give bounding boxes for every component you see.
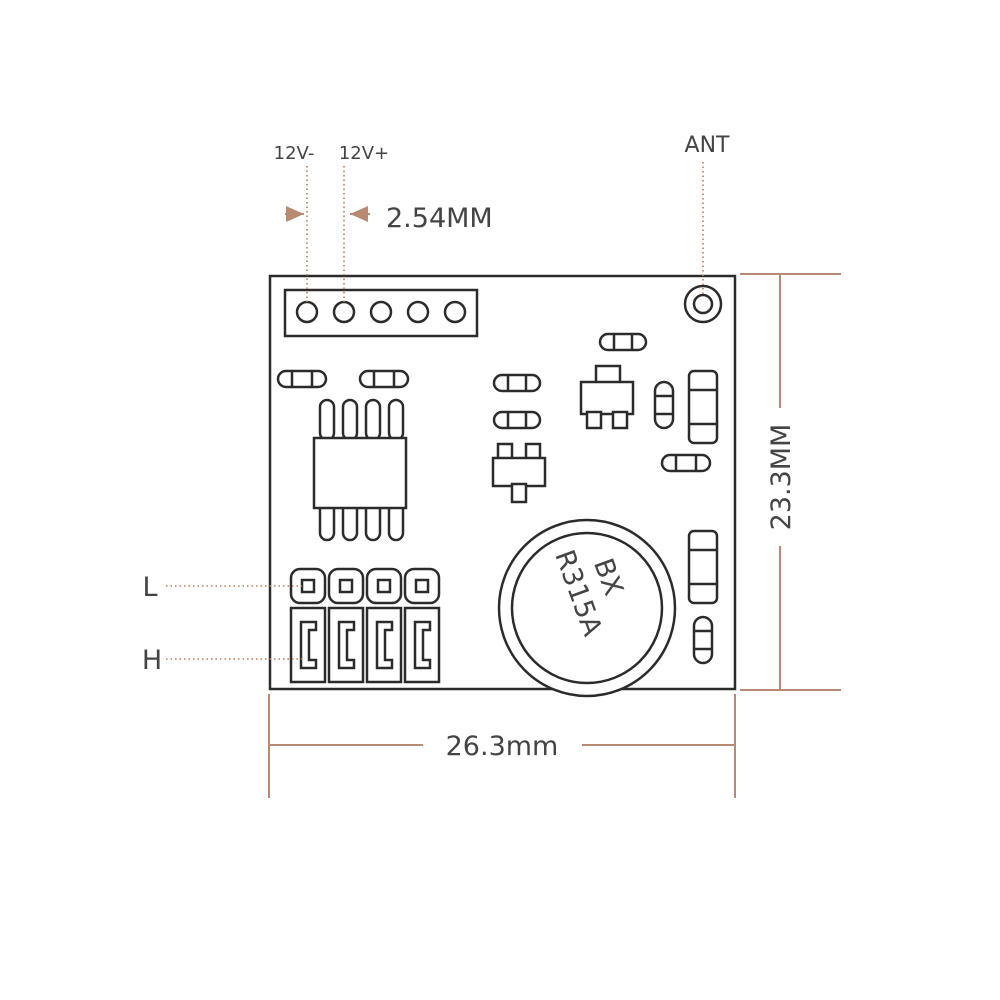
smd-resistor — [660, 453, 712, 473]
smd-resistor — [358, 369, 410, 389]
pin-5 — [443, 300, 467, 324]
pin-4 — [406, 300, 430, 324]
jumper-row-low — [289, 567, 441, 605]
pin-1 — [295, 300, 319, 324]
jumper-row-high — [289, 606, 441, 684]
smd-resistor — [598, 332, 648, 352]
pin-neg-label: 12V- — [274, 143, 315, 164]
smd-capacitor — [687, 369, 719, 445]
jumper-high-label: H — [142, 645, 162, 676]
smd-capacitor — [687, 529, 719, 605]
smd-resistor-vertical — [692, 615, 714, 665]
transistor — [579, 364, 635, 430]
pin-3 — [369, 300, 393, 324]
pitch-label: 2.54MM — [386, 203, 493, 234]
pin-2 — [332, 300, 356, 324]
height-label: 23.3MM — [766, 424, 797, 531]
pin-pos-label: 12V+ — [339, 143, 389, 164]
width-label: 26.3mm — [446, 731, 559, 762]
smd-resistor — [492, 410, 542, 430]
chip-package-inner — [510, 531, 664, 685]
smd-resistor-vertical — [653, 380, 675, 430]
transistor-small — [491, 442, 547, 504]
ic-chip — [312, 398, 408, 542]
jumper-low-label: L — [142, 572, 157, 603]
smd-resistor — [276, 369, 328, 389]
antenna-label: ANT — [685, 133, 731, 158]
smd-resistor — [492, 373, 542, 393]
antenna-hole — [692, 293, 714, 315]
